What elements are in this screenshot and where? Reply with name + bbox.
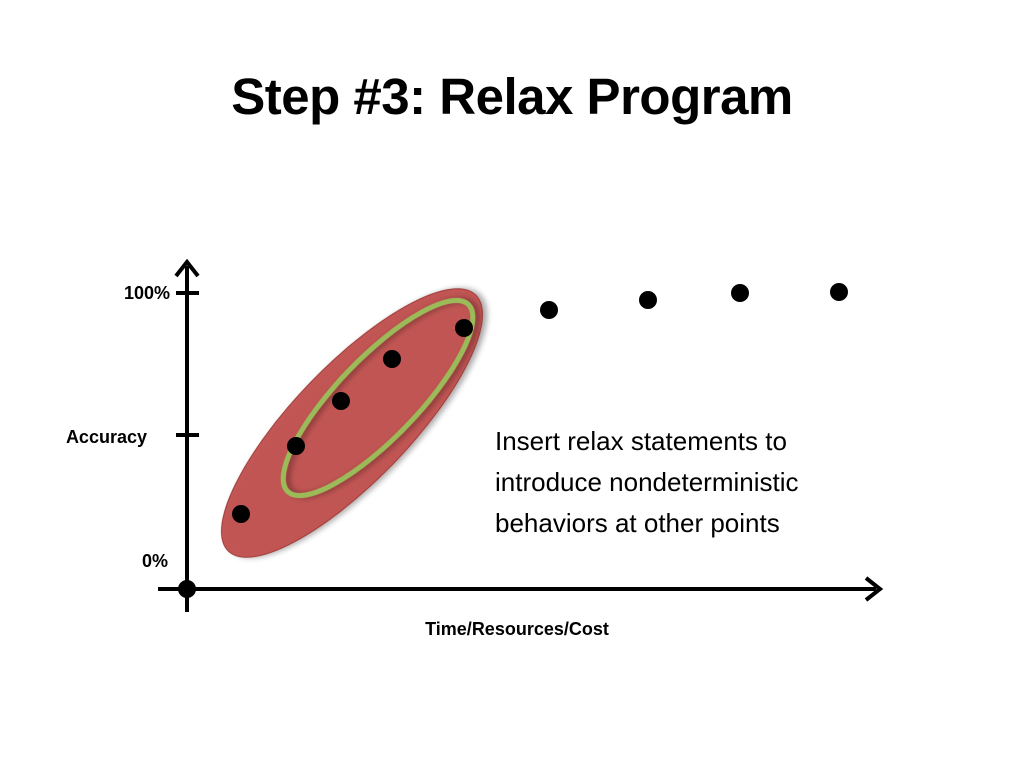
y-tick-label-100: 100% <box>124 283 170 303</box>
data-point <box>731 284 749 302</box>
y-axis-label: Accuracy <box>66 427 147 447</box>
data-point <box>455 319 473 337</box>
data-point <box>639 291 657 309</box>
note-line: behaviors at other points <box>495 508 780 538</box>
green-highlight-region <box>280 297 476 499</box>
data-point <box>232 505 250 523</box>
note-line: Insert relax statements to <box>495 426 787 456</box>
y-axis-arrowhead <box>174 258 200 278</box>
data-point <box>383 350 401 368</box>
data-point <box>287 437 305 455</box>
data-point <box>540 301 558 319</box>
x-axis-label: Time/Resources/Cost <box>425 619 609 639</box>
note-line: introduce nondeterministic <box>495 467 799 497</box>
data-point <box>332 392 350 410</box>
slide-title: Step #3: Relax Program <box>231 68 793 125</box>
x-axis-arrowhead <box>864 576 884 602</box>
origin-point <box>178 580 196 598</box>
y-tick-label-0: 0% <box>142 551 168 571</box>
data-point <box>830 283 848 301</box>
